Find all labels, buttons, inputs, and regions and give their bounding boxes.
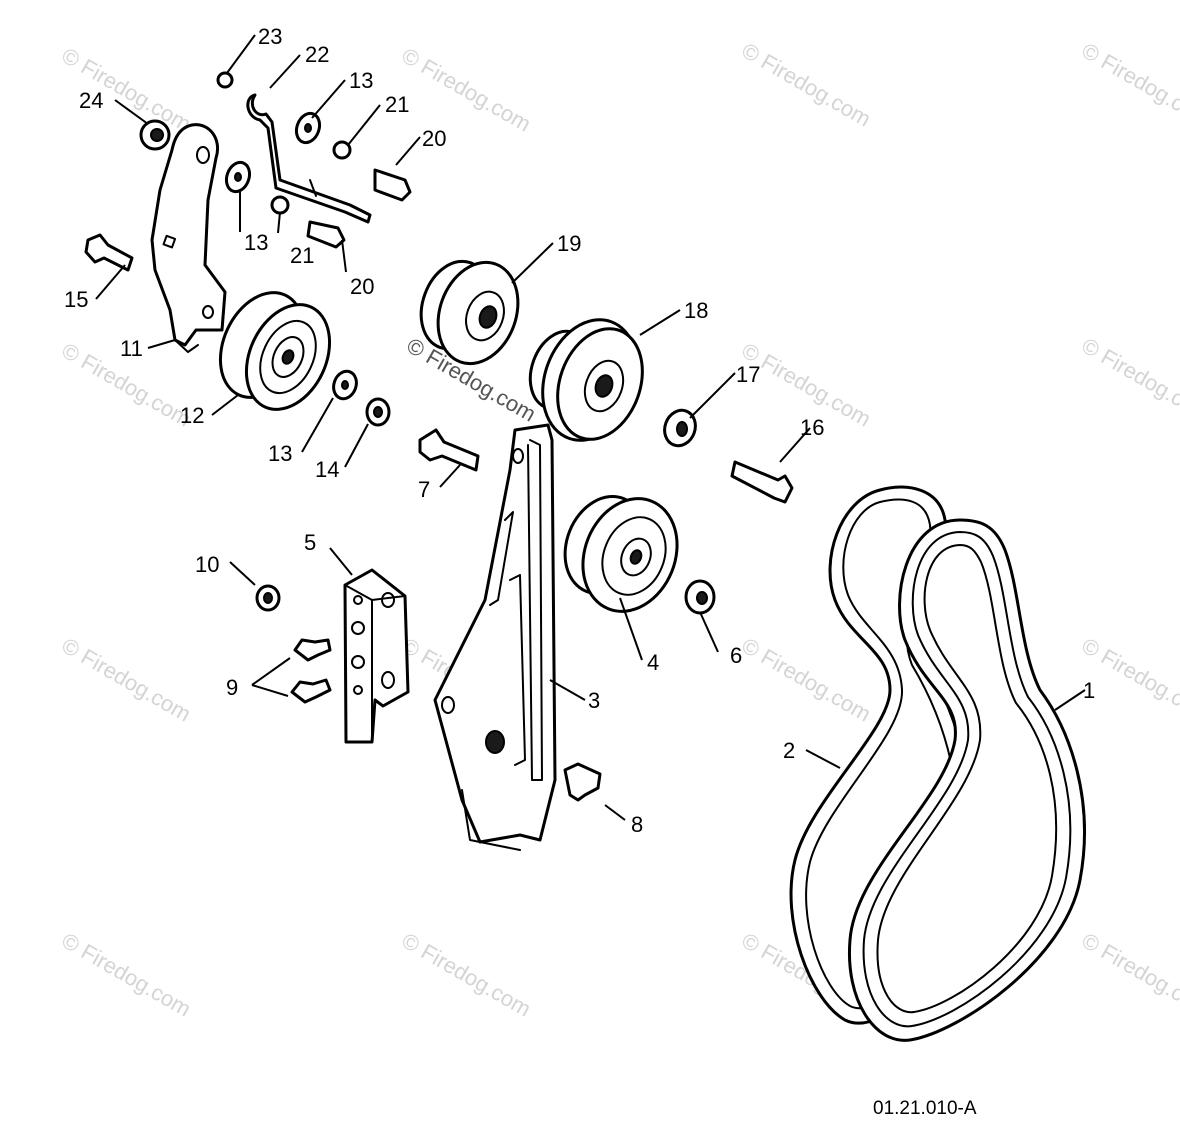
callout-9: 9 xyxy=(226,675,238,700)
bolt-20 xyxy=(306,220,346,249)
hardware xyxy=(84,71,794,802)
belt-1 xyxy=(847,518,1086,1042)
callout-labels: 1 2 3 4 5 6 7 8 9 10 11 12 13 14 15 16 1… xyxy=(64,24,1095,837)
callout-13: 13 xyxy=(349,68,373,93)
callout-24: 24 xyxy=(79,88,103,113)
callout-22: 22 xyxy=(305,42,329,67)
bolt-8 xyxy=(563,762,602,802)
callout-21: 21 xyxy=(290,243,314,268)
callout-20: 20 xyxy=(422,126,446,151)
leader-lines xyxy=(95,34,1086,821)
callout-3: 3 xyxy=(588,688,600,713)
watermark: © Firedog.com xyxy=(1078,38,1180,132)
callout-11: 11 xyxy=(120,336,143,361)
bolt-7 xyxy=(418,428,480,472)
callout-19: 19 xyxy=(557,231,581,256)
mounting-plate-5 xyxy=(343,568,410,744)
watermark: © Firedog.com xyxy=(738,38,876,132)
callout-23: 23 xyxy=(258,24,282,49)
callout-2: 2 xyxy=(783,738,795,763)
callout-18: 18 xyxy=(684,298,708,323)
bolt-20 xyxy=(373,168,412,202)
callout-12: 12 xyxy=(180,403,204,428)
callout-20: 20 xyxy=(350,274,374,299)
callout-14: 14 xyxy=(315,457,339,482)
watermark: © Firedog.com xyxy=(58,928,196,1022)
idler-arm-3 xyxy=(433,423,557,851)
pulley-18 xyxy=(528,318,644,442)
watermark: © Firedog.com xyxy=(1078,928,1180,1022)
callout-15: 15 xyxy=(64,287,88,312)
watermark: © Firedog.com xyxy=(1078,333,1180,427)
callout-21: 21 xyxy=(385,92,409,117)
callout-1: 1 xyxy=(1083,678,1095,703)
nut-21 xyxy=(332,140,352,160)
callout-4: 4 xyxy=(647,650,659,675)
callout-8: 8 xyxy=(631,812,643,837)
watermark: © Firedog.com xyxy=(398,43,536,137)
drawing-number: 01.21.010-A xyxy=(873,1098,977,1119)
callout-13: 13 xyxy=(268,441,292,466)
screw-9 xyxy=(293,638,332,662)
screw-9 xyxy=(290,678,332,704)
bolt-15 xyxy=(84,233,134,272)
rod-22 xyxy=(246,93,372,224)
idler-pulley-4 xyxy=(563,495,679,613)
callout-17: 17 xyxy=(736,362,760,387)
callout-16: 16 xyxy=(800,415,824,440)
callout-10: 10 xyxy=(195,552,219,577)
callout-13: 13 xyxy=(244,230,268,255)
callout-7: 7 xyxy=(418,477,430,502)
star-washer-23 xyxy=(216,71,234,89)
nut-21 xyxy=(270,195,290,215)
idler-pulley-12 xyxy=(218,291,332,411)
bolt-16 xyxy=(730,460,794,504)
watermark: © Firedog.com xyxy=(398,928,536,1022)
pulley-19 xyxy=(419,259,520,366)
callout-5: 5 xyxy=(304,530,316,555)
watermark: © Firedog.com xyxy=(58,633,196,727)
callout-6: 6 xyxy=(730,643,742,668)
bracket-11 xyxy=(150,123,227,353)
watermark: © Firedog.com xyxy=(738,633,876,727)
